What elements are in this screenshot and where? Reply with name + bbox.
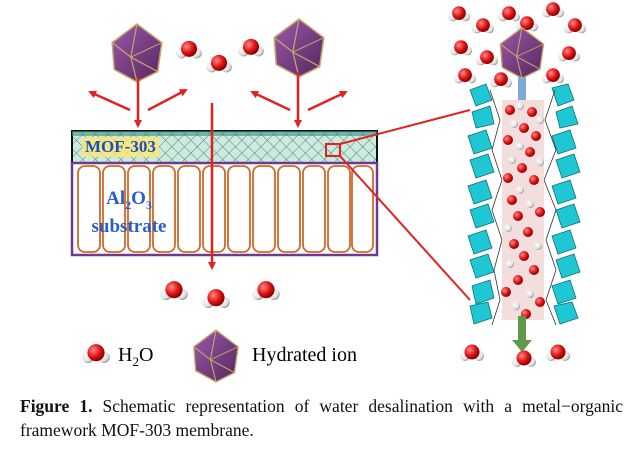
legend-ion-label: Hydrated ion — [252, 344, 357, 366]
water-molecule — [202, 289, 230, 308]
water-molecule — [546, 344, 570, 361]
membrane-stack — [70, 130, 379, 257]
legend-water-sub: 2 — [132, 354, 139, 369]
water-molecule — [206, 54, 232, 73]
figure-illustration — [70, 2, 586, 383]
hydrated-ion-right — [273, 18, 325, 78]
zoom-lines — [339, 109, 471, 301]
hydrated-ion-left — [111, 23, 163, 83]
hydrated-ion-channel — [499, 27, 545, 79]
legend-water-icon — [82, 344, 110, 363]
mof-pore-channel — [467, 74, 581, 352]
substrate-o: O — [131, 188, 146, 209]
water-molecule — [176, 40, 202, 59]
figure-caption: Figure 1. Schematic representation of wa… — [20, 394, 623, 442]
substrate-al: Al — [106, 188, 126, 209]
legend-water-h: H — [118, 344, 133, 366]
substrate-sub2: 3 — [145, 197, 152, 212]
water-molecule — [238, 38, 264, 57]
substrate-word: substrate — [91, 215, 167, 237]
substrate-label: Al2O3 substrate — [80, 188, 178, 238]
substrate-sub1: 2 — [125, 197, 132, 212]
water-molecule — [252, 281, 280, 300]
legend-ion-icon — [193, 329, 239, 383]
water-molecule — [460, 344, 484, 361]
legend-water-o: O — [138, 344, 154, 366]
water-molecule — [512, 350, 536, 367]
caption-label: Figure 1. — [20, 396, 93, 416]
mof-303-label: MOF-303 — [82, 137, 159, 157]
caption-text: Schematic representation of water desali… — [20, 396, 623, 440]
rejection-arrows — [88, 72, 348, 128]
water-molecule — [160, 281, 188, 300]
legend-water-label: H2O — [118, 344, 153, 373]
